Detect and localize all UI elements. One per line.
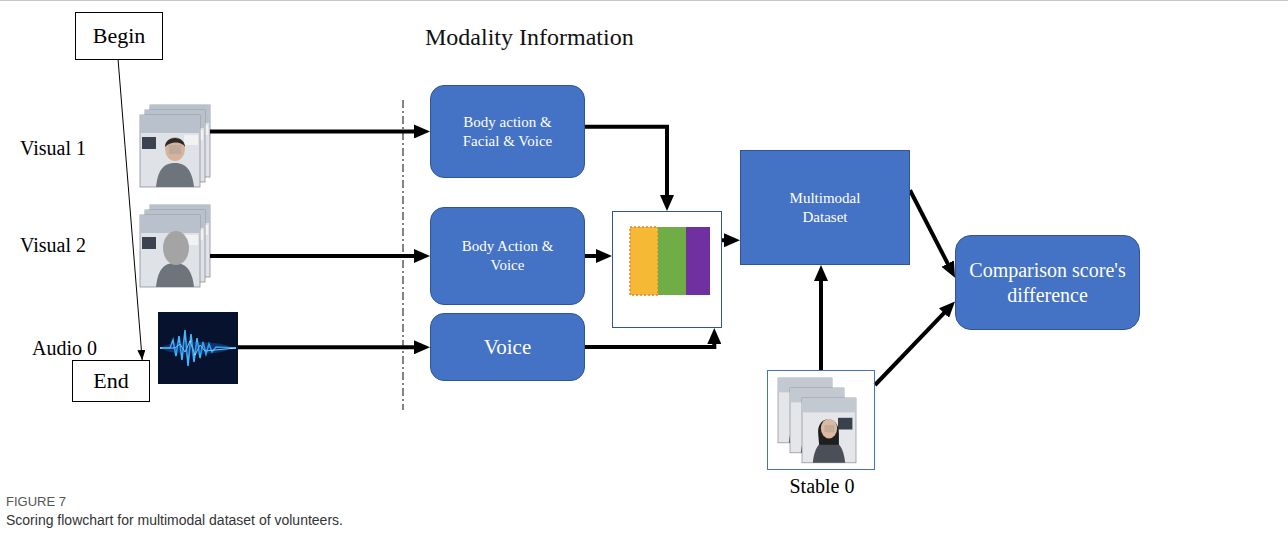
audio-waveform	[158, 312, 238, 384]
flow-arrow	[585, 127, 667, 203]
modality-box: Voice	[430, 313, 585, 381]
stable-frames-node: Stable 0	[767, 370, 875, 470]
stable-frames	[778, 378, 856, 463]
video-frames-1	[140, 105, 210, 187]
result-box: Comparison score's difference	[955, 235, 1140, 330]
video-frames-2	[140, 205, 210, 287]
flow-arrow	[875, 307, 949, 385]
top-rule	[0, 0, 1288, 1]
node-text: Stable 0	[768, 474, 876, 499]
flow-arrow	[238, 345, 422, 349]
start-box: Begin	[75, 12, 163, 60]
node-text: Body action & Facial & Voice	[448, 113, 568, 151]
audio-node: Audio 0	[158, 312, 238, 384]
node-text: Visual 2	[20, 233, 86, 258]
node-text: Visual 1	[20, 136, 86, 161]
video-frames-node: Visual 1	[140, 105, 210, 187]
node-text: Comparison score's difference	[963, 258, 1133, 308]
modality-box: Body action & Facial & Voice	[430, 85, 585, 178]
node-text: Audio 0	[32, 336, 97, 361]
flow-arrow	[585, 254, 604, 258]
fusion-box	[612, 211, 722, 328]
modality-box: Body Action & Voice	[430, 207, 585, 305]
flow-arrow	[210, 129, 422, 133]
feature-bars	[630, 227, 710, 295]
figure-number: FIGURE 7	[6, 494, 66, 509]
node-text: Begin	[93, 22, 146, 50]
flow-arrow	[118, 60, 142, 360]
end-box: End	[72, 360, 150, 402]
node-text: End	[93, 367, 128, 395]
flow-arrow	[585, 336, 714, 347]
node-text: Voice	[484, 334, 531, 360]
flow-arrow	[819, 273, 823, 370]
flow-arrow	[910, 190, 951, 270]
flow-arrow	[210, 254, 422, 258]
dataset-box: Multimodal Dataset	[740, 150, 910, 265]
figure-caption: Scoring flowchart for multimodal dataset…	[6, 512, 343, 528]
video-frames-node: Visual 2	[140, 205, 210, 290]
node-text: Body Action & Voice	[448, 237, 568, 275]
section-heading: Modality Information	[425, 24, 634, 51]
flow-arrow	[722, 238, 732, 242]
node-text: Multimodal Dataset	[775, 189, 875, 227]
